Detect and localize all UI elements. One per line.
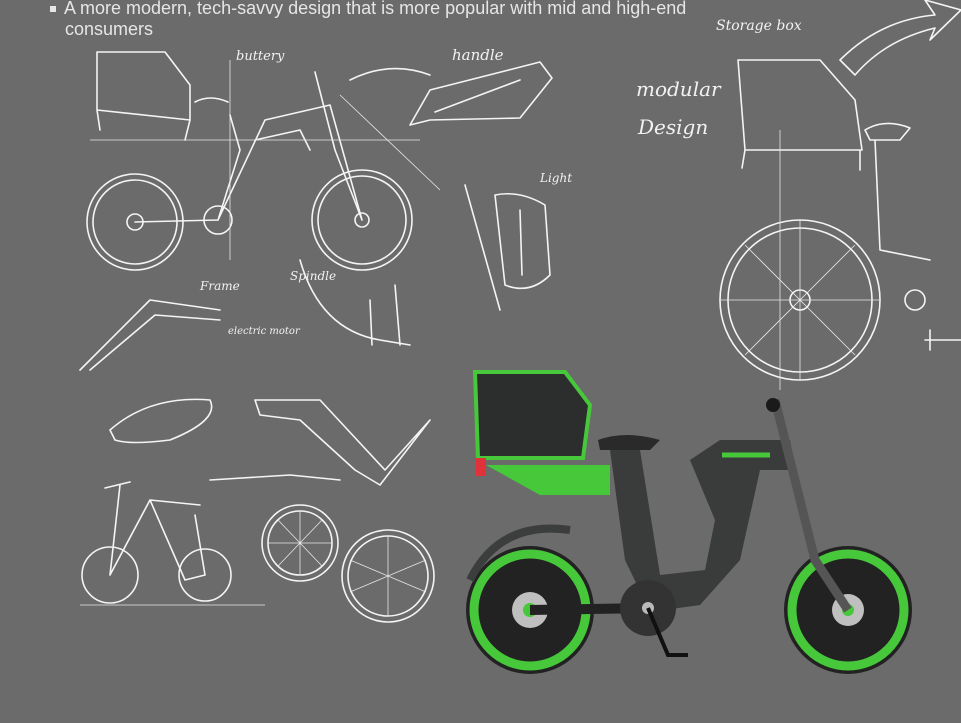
- bullet-dot: [50, 6, 56, 13]
- label-spindle: Spindle: [290, 269, 336, 283]
- label-light: Light: [539, 171, 572, 185]
- label-storage-box: Storage box: [716, 18, 802, 34]
- label-design: Design: [637, 115, 708, 139]
- sketch-part-1: [109, 398, 213, 444]
- bullet-line-1: A more modern, tech-savvy design that is…: [64, 0, 687, 18]
- sketch-handle: [409, 61, 553, 126]
- label-frame: Frame: [199, 279, 240, 293]
- label-electric-motor: electric motor: [228, 326, 301, 337]
- sketch-part-2: [209, 399, 431, 486]
- label-handle: handle: [452, 46, 504, 64]
- sketch-frame-parts: [79, 259, 411, 371]
- sketch-modular-bike: [719, 0, 961, 390]
- sketch-light: [464, 184, 551, 311]
- rendered-bike: [466, 370, 912, 674]
- sketch-bike-small: [80, 481, 265, 606]
- sketch-bike-main: [86, 51, 441, 271]
- label-battery: buttery: [236, 49, 285, 64]
- description-bullet: A more modern, tech-savvy design that is…: [50, 0, 850, 40]
- bullet-line-2: consumers: [65, 19, 154, 39]
- label-modular: modular: [636, 77, 722, 101]
- sketch-wheels: [261, 504, 435, 623]
- arrow-sketch: [349, 67, 431, 81]
